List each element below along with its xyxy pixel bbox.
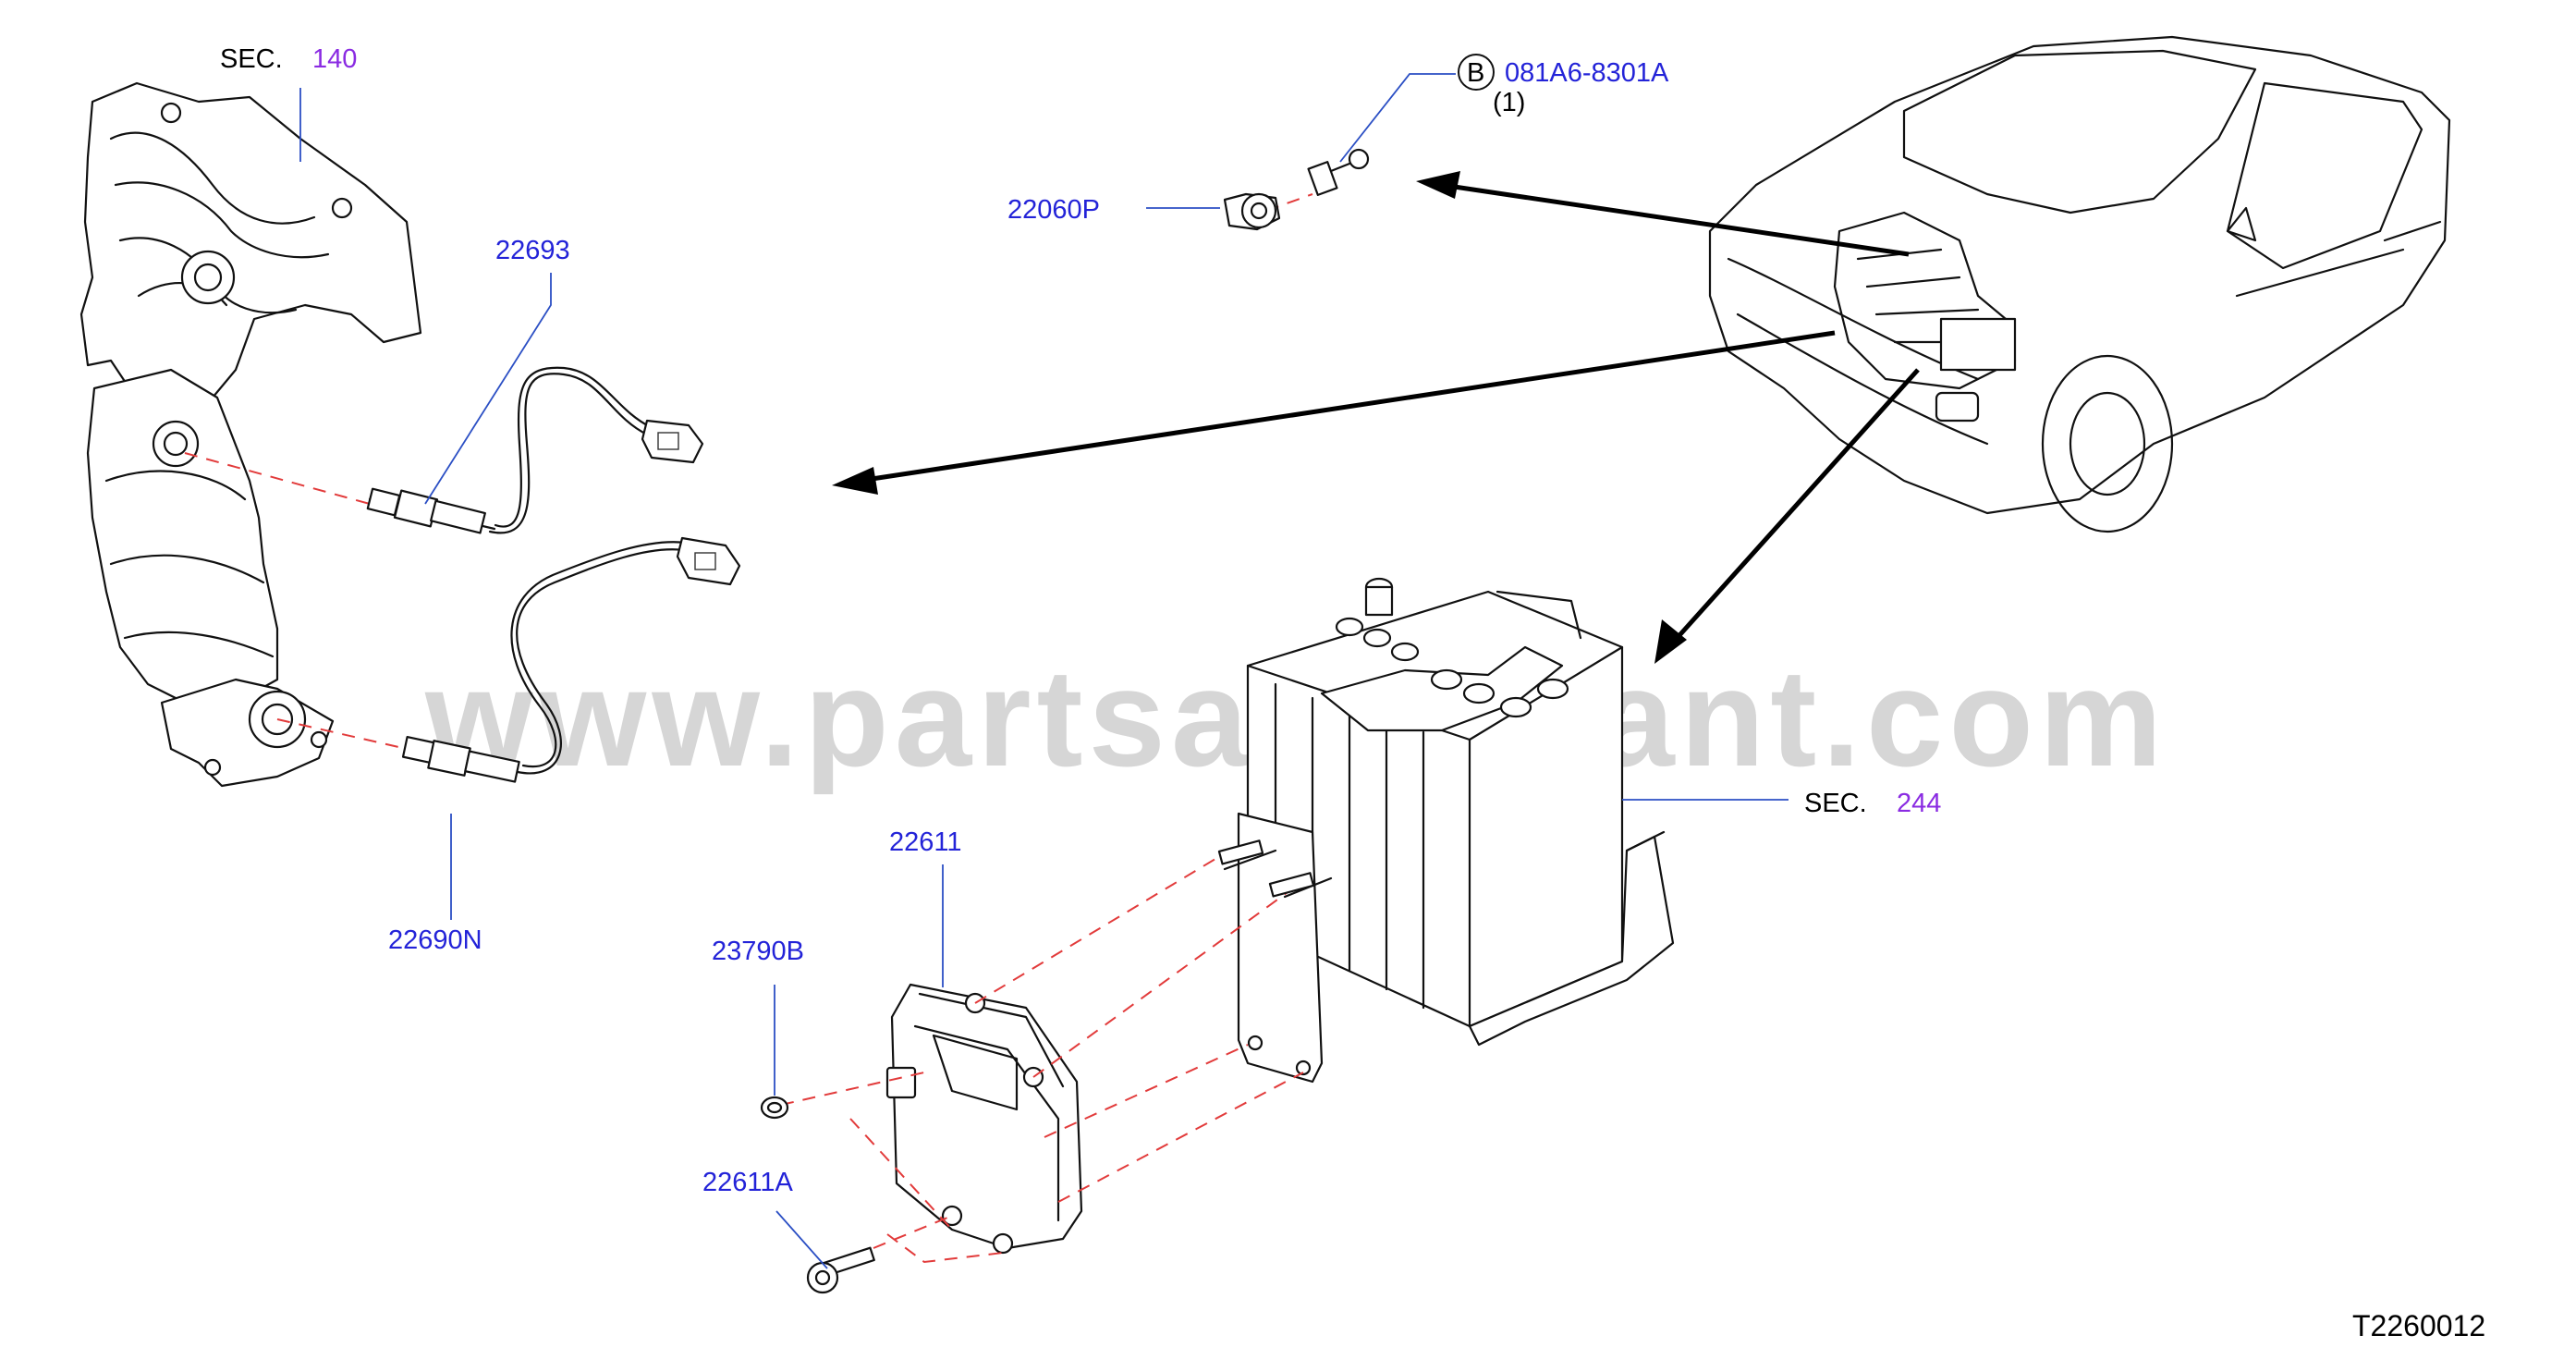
oxygen-sensor-upper[interactable] <box>184 366 704 534</box>
labels: SEC. 140 22693 22690N 22060P B 081A6-830… <box>220 44 2485 1342</box>
sec-140-prefix[interactable]: SEC. <box>220 44 283 74</box>
sec-244-number[interactable]: 244 <box>1897 789 1941 818</box>
arrow-to-battery <box>1671 368 1920 644</box>
sec-244-prefix[interactable]: SEC. <box>1804 789 1867 818</box>
arrowhead-sensor <box>1416 171 1460 199</box>
part-22690n-label[interactable]: 22690N <box>388 925 482 955</box>
bolt-ref-letter: B <box>1467 58 1484 88</box>
leader-lines <box>299 73 1789 1269</box>
part-23790b-label[interactable]: 23790B <box>712 937 804 966</box>
part-22060p-label[interactable]: 22060P <box>1007 195 1100 225</box>
sec-140-number[interactable]: 140 <box>312 44 357 74</box>
sensor-22060p[interactable] <box>1223 148 1370 231</box>
nut-23790b[interactable] <box>760 1096 789 1120</box>
battery-assembly[interactable] <box>1223 577 1675 1084</box>
ecm-unit[interactable] <box>780 850 1304 1264</box>
bolt-22611a[interactable] <box>806 1246 875 1294</box>
diagram-id: T2260012 <box>2352 1309 2485 1342</box>
bolt-ref-circle <box>1458 54 1495 91</box>
part-22611a-label[interactable]: 22611A <box>702 1168 793 1197</box>
bolt-ref-code[interactable]: 081A6-8301A <box>1505 58 1669 88</box>
part-22693-label[interactable]: 22693 <box>495 236 570 265</box>
arrow-to-sensor <box>1441 182 1910 257</box>
arrow-to-exhaust <box>859 330 1836 484</box>
arrowhead-battery <box>1654 619 1687 664</box>
pointer-arrows <box>832 171 1920 664</box>
part-22611-label[interactable]: 22611 <box>889 827 962 857</box>
arrowhead-exhaust <box>832 467 878 495</box>
exhaust-manifold-assembly[interactable] <box>79 81 422 788</box>
oxygen-sensor-lower[interactable] <box>276 536 741 783</box>
bracket-studs <box>1217 839 1315 898</box>
bolt-ref-qty: (1) <box>1493 88 1525 117</box>
vehicle-outline <box>1708 35 2451 533</box>
